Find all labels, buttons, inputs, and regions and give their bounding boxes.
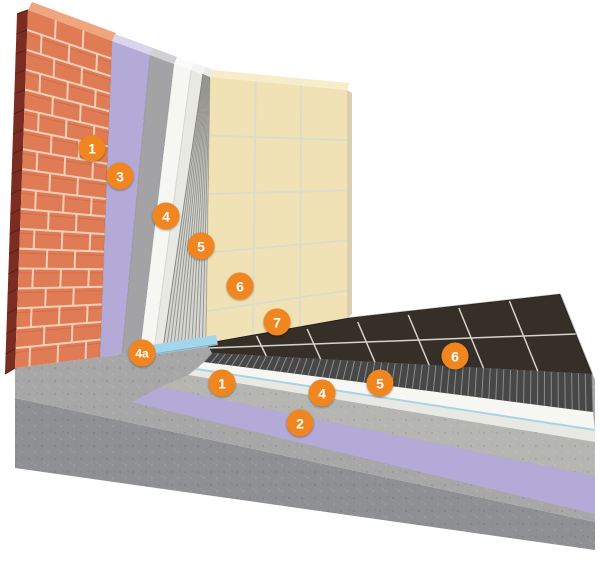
- wall-layer-stack: [4, 2, 352, 375]
